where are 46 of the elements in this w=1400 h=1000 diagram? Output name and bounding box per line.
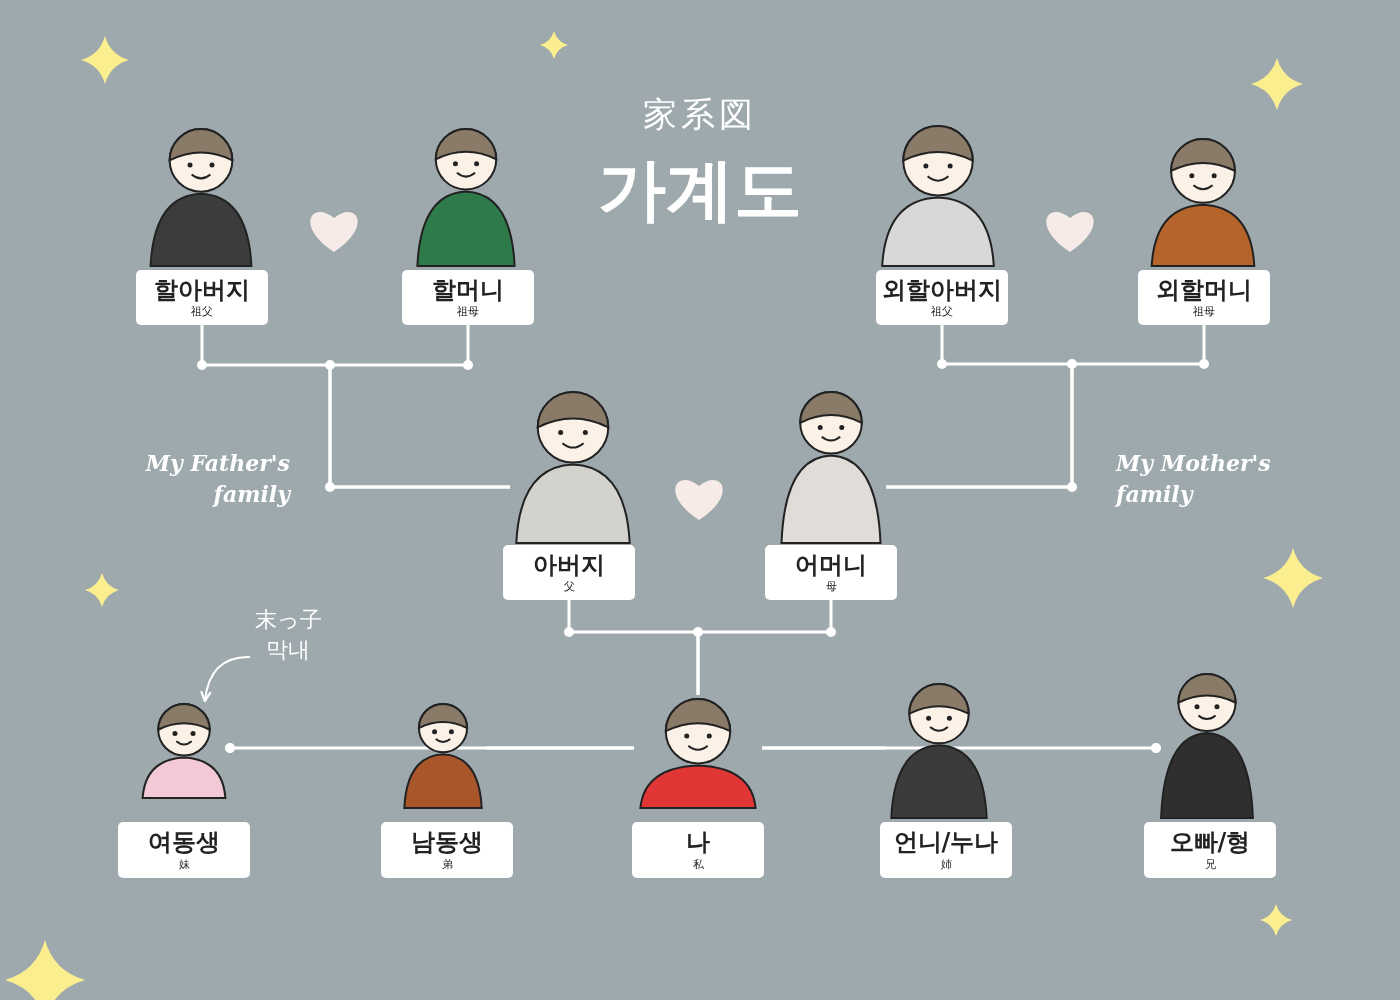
kanji-text: 祖父	[191, 305, 213, 319]
name-card	[381, 822, 513, 878]
kanji-text: 妹	[178, 857, 190, 871]
kanji-text: 祖父	[931, 305, 953, 319]
kanji-text: 兄	[1204, 857, 1216, 871]
kanji-text: 祖母	[457, 305, 479, 319]
note-text: 막내	[266, 638, 310, 663]
name-card	[1138, 270, 1270, 325]
name-text: 여동생	[148, 829, 220, 856]
script-note: My Father's family	[144, 449, 290, 509]
name-card	[632, 822, 764, 878]
name-card	[402, 270, 534, 325]
kanji-text: 姉	[940, 857, 952, 871]
connector-line	[328, 325, 510, 489]
name-text: 어머니	[795, 551, 867, 579]
person-drawing	[400, 700, 486, 810]
name-card	[876, 270, 1008, 325]
name-card	[880, 822, 1012, 878]
name-text: 나	[686, 829, 710, 856]
name-text: 할머니	[432, 276, 504, 304]
name-text: 외할아버지	[882, 276, 1002, 304]
subtitle: 家系図	[642, 93, 758, 136]
name-card	[118, 822, 250, 878]
name-text: 오빠/형	[1169, 829, 1251, 856]
script-note: My Mother's family	[1116, 449, 1272, 509]
name-text: 남동생	[411, 829, 483, 856]
name-text: 언니/누나	[893, 829, 999, 856]
kanji-text: 私	[692, 857, 704, 871]
kanji-text: 祖母	[1193, 305, 1215, 319]
connector-line	[762, 742, 1162, 754]
name-text: 할아버지	[154, 276, 250, 304]
connector-line	[886, 325, 1206, 489]
kanji-text: 父	[563, 580, 575, 594]
kanji-text: 弟	[441, 857, 453, 871]
name-text: 아버지	[533, 551, 605, 579]
name-text: 외할머니	[1156, 276, 1252, 304]
title: 가계도	[597, 149, 803, 231]
name-card	[136, 270, 268, 325]
note-text: 末っ子	[254, 608, 322, 633]
connector-line	[486, 746, 634, 750]
name-card	[765, 545, 897, 600]
name-card	[503, 545, 635, 600]
curved-arrow	[200, 656, 251, 703]
kanji-text: 母	[825, 580, 837, 594]
name-card	[1144, 822, 1276, 878]
connector-line	[696, 600, 833, 695]
